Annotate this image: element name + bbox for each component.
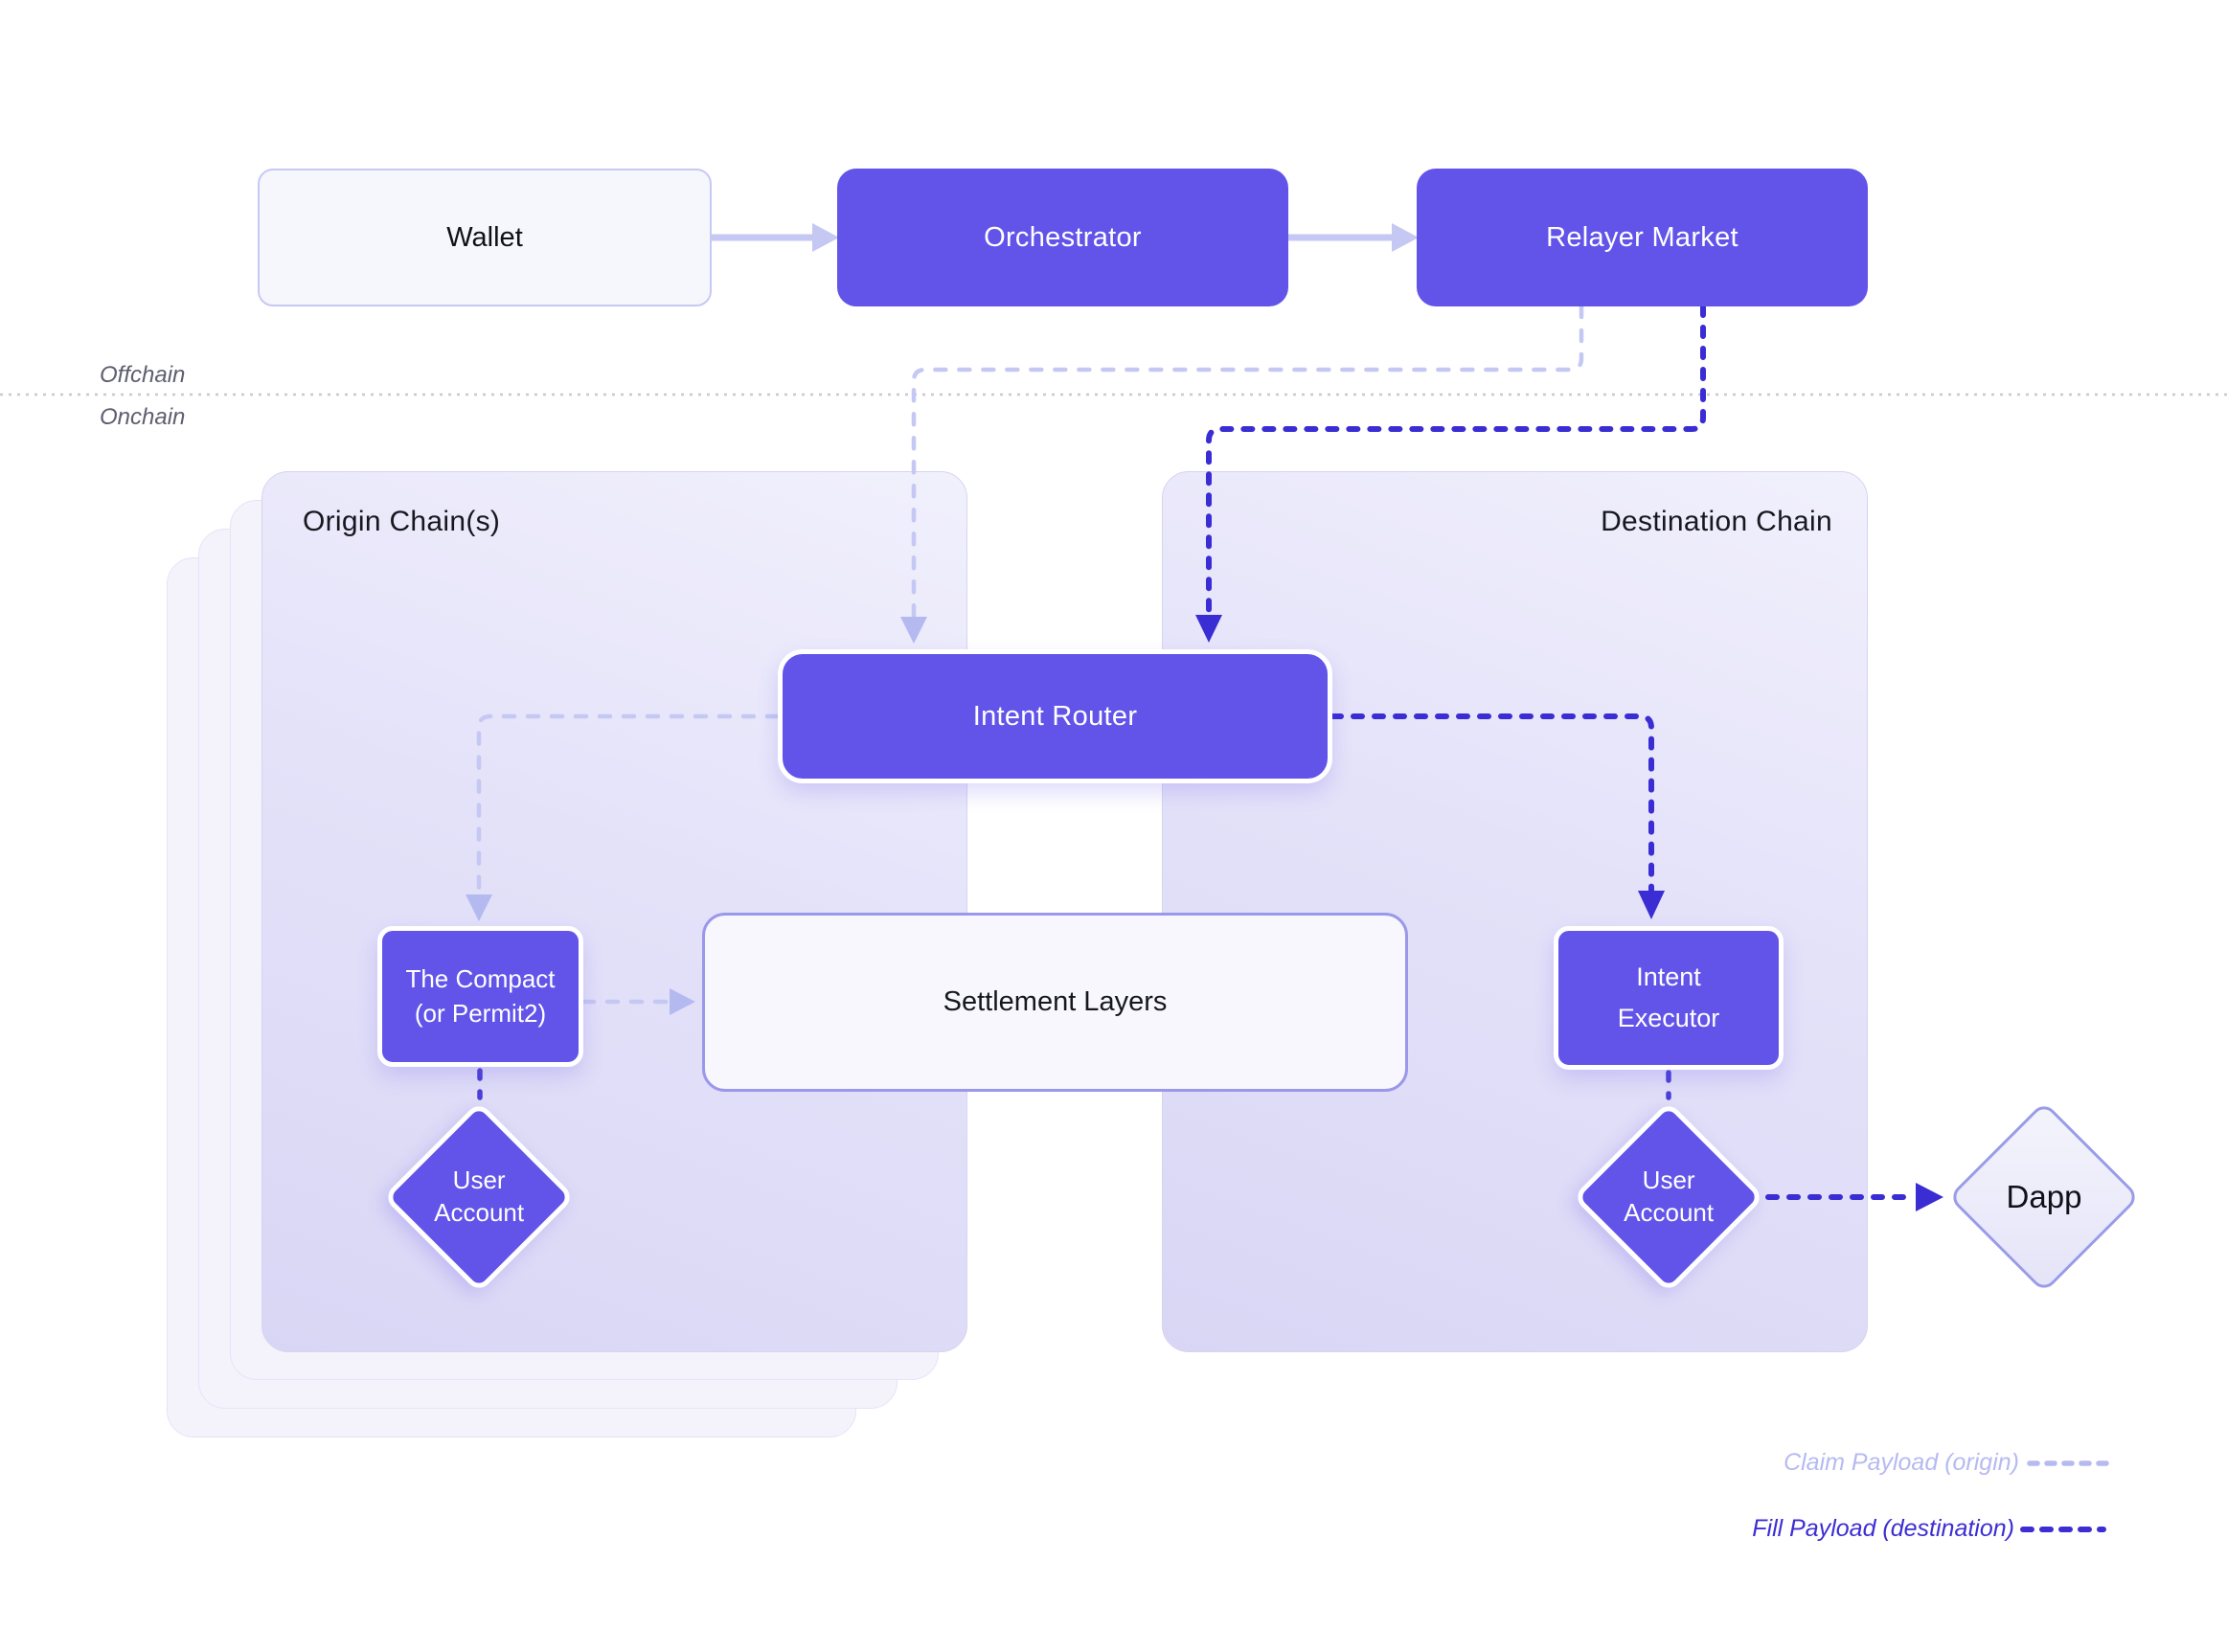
origin-chain-panel: [261, 471, 967, 1352]
router-to-executor-path: [1329, 713, 1654, 895]
router-to-compact-arrowhead: [466, 894, 492, 921]
claim-payload-arrowhead: [900, 617, 927, 644]
user-account-to-dapp-arrowhead: [1916, 1183, 1943, 1211]
compact-to-settlement-arrowhead: [670, 988, 695, 1015]
the-compact-line1: The Compact: [405, 964, 556, 994]
legend-claim-payload: Claim Payload (origin): [1784, 1449, 2019, 1476]
onchain-label: Onchain: [100, 404, 186, 430]
the-compact-line2: (or Permit2): [414, 998, 547, 1028]
origin-chain-title: Origin Chain(s): [303, 506, 501, 537]
router-to-executor-arrowhead: [1638, 891, 1665, 919]
claim-payload-path: [911, 304, 1584, 622]
user-account-destination-line1: User: [1642, 1165, 1695, 1195]
intent-executor-node: Intent Executor: [1554, 926, 1784, 1070]
user-account-origin-line2: Account: [434, 1197, 524, 1227]
intent-router-node: Intent Router: [778, 649, 1332, 783]
router-to-compact-path: [476, 713, 781, 899]
user-account-destination-line2: Account: [1624, 1197, 1714, 1227]
fill-payload-arrowhead: [1195, 615, 1222, 643]
dapp-label: Dapp: [2006, 1178, 2082, 1214]
orchestrator-to-relayer-arrowhead: [1392, 223, 1419, 252]
user-account-origin-line1: User: [452, 1165, 506, 1195]
settlement-layers-node: Settlement Layers: [702, 913, 1408, 1092]
legend-fill-payload: Fill Payload (destination): [1752, 1515, 2014, 1542]
orchestrator-node: Orchestrator: [837, 169, 1288, 306]
wallet-to-orchestrator-arrowhead: [812, 223, 839, 252]
wallet-node: Wallet: [258, 169, 712, 306]
intent-executor-line2: Executor: [1617, 1004, 1720, 1032]
relayer-market-node: Relayer Market: [1417, 169, 1868, 306]
intent-executor-line1: Intent: [1636, 962, 1701, 991]
destination-chain-title: Destination Chain: [1601, 506, 1832, 537]
fill-payload-path: [1206, 304, 1706, 620]
the-compact-node: The Compact (or Permit2): [377, 926, 583, 1067]
offchain-label: Offchain: [100, 362, 186, 388]
